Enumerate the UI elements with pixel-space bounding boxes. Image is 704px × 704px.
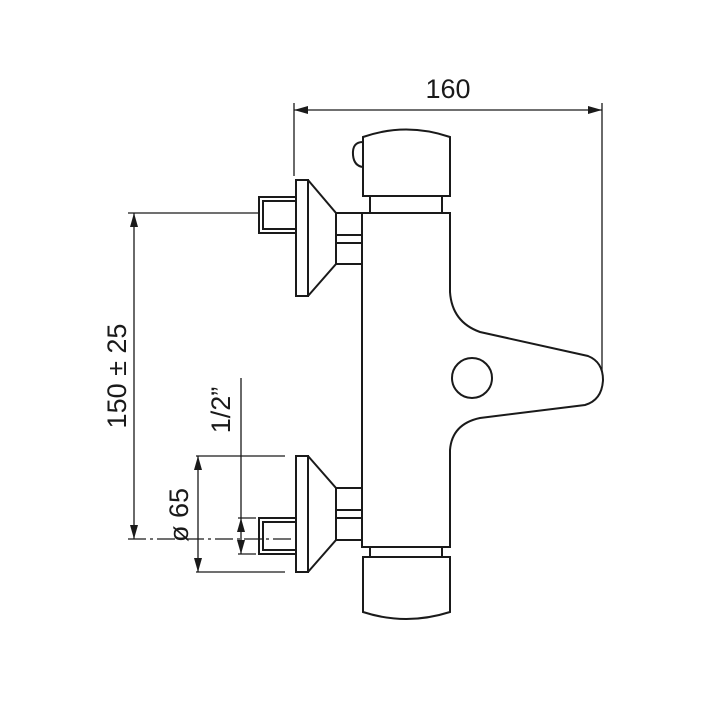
lower-inlet (258, 455, 363, 573)
width-label: 160 (425, 74, 470, 104)
flange-diameter-dimension: ø 65 (164, 455, 285, 573)
thread-label: 1/2” (206, 387, 236, 434)
top-handle (351, 128, 451, 213)
upper-inlet (258, 179, 363, 297)
bottom-handle (362, 547, 451, 620)
flange-diameter-label: ø 65 (164, 488, 194, 542)
inlet-spacing-dimension: 150 ± 25 (102, 212, 294, 540)
mixer-body (361, 212, 605, 548)
thread-dimension: 1/2” (206, 378, 256, 555)
inlet-spacing-label: 150 ± 25 (102, 324, 132, 429)
width-dimension: 160 (293, 74, 603, 372)
